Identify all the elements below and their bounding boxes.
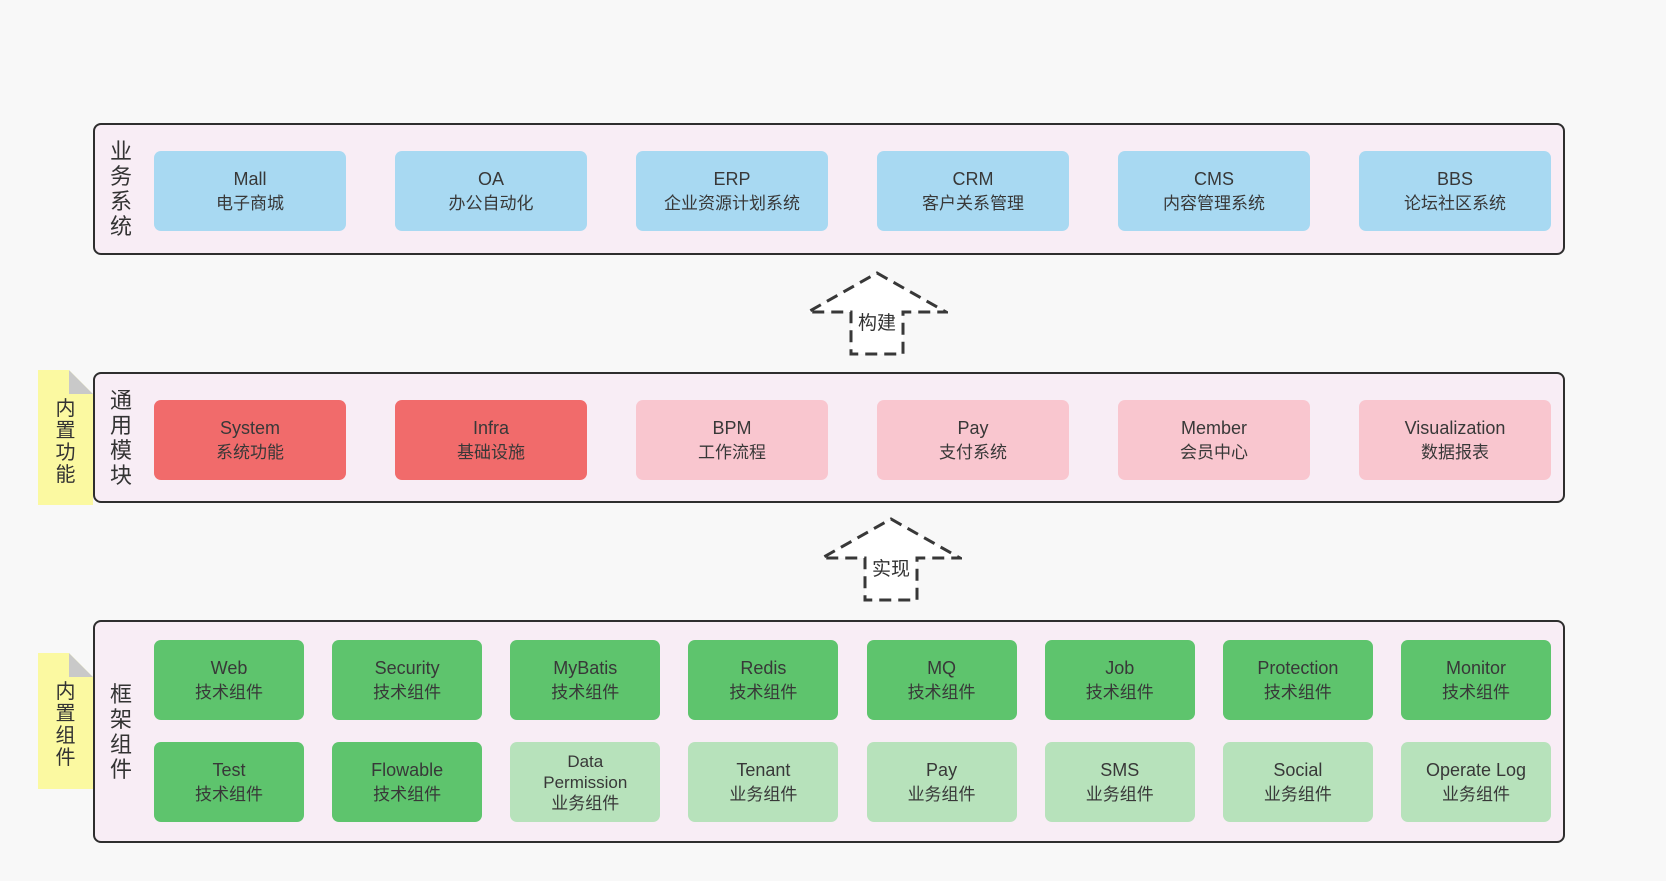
box-web: Web 技术组件 <box>154 640 304 720</box>
box-erp: ERP 企业资源计划系统 <box>636 151 828 231</box>
box-pay-component: Pay 业务组件 <box>866 742 1017 822</box>
panel-box-grid: Web 技术组件 Security 技术组件 MyBatis 技术组件 Redi… <box>154 640 1551 844</box>
box-cms: CMS 内容管理系统 <box>1118 151 1310 231</box>
box-social: Social 业务组件 <box>1222 742 1373 822</box>
box-pay-module: Pay 支付系统 <box>877 400 1069 480</box>
sticky-note-built-in-features: 内置功能 <box>38 370 93 505</box>
note-fold-corner <box>69 653 93 677</box>
box-tenant: Tenant 业务组件 <box>688 742 839 822</box>
sticky-note-text: 内置功能 <box>55 398 76 486</box>
box-visualization: Visualization 数据报表 <box>1359 400 1551 480</box>
component-row-2: Test 技术组件 Flowable 技术组件 Data Permission … <box>154 742 1551 822</box>
dashed-up-arrow-implement: 实现 <box>820 517 962 603</box>
panel-side-label: 框架组件 <box>109 681 132 782</box>
box-mybatis: MyBatis 技术组件 <box>510 640 661 720</box>
box-test: Test 技术组件 <box>154 742 304 822</box>
sticky-note-text: 内置组件 <box>55 681 76 769</box>
box-system: System 系统功能 <box>154 400 346 480</box>
panel-framework-components: 框架组件 Web 技术组件 Security 技术组件 MyBatis 技术组件… <box>93 620 1565 843</box>
sticky-note-built-in-components: 内置组件 <box>38 653 93 789</box>
panel-side-label: 业务系统 <box>109 139 132 239</box>
box-infra: Infra 基础设施 <box>395 400 587 480</box>
panel-common-modules: 通用模块 System 系统功能 Infra 基础设施 BPM 工作流程 Pay… <box>93 372 1565 503</box>
dashed-up-arrow-build: 构建 <box>806 271 948 357</box>
panel-box-row: System 系统功能 Infra 基础设施 BPM 工作流程 Pay 支付系统… <box>154 400 1551 480</box>
box-security: Security 技术组件 <box>332 640 483 720</box>
box-job: Job 技术组件 <box>1044 640 1195 720</box>
box-bbs: BBS 论坛社区系统 <box>1359 151 1551 231</box>
box-redis: Redis 技术组件 <box>688 640 839 720</box>
box-sms: SMS 业务组件 <box>1044 742 1195 822</box>
component-row-1: Web 技术组件 Security 技术组件 MyBatis 技术组件 Redi… <box>154 640 1551 720</box>
panel-side-label: 通用模块 <box>109 387 132 488</box>
box-member: Member 会员中心 <box>1118 400 1310 480</box>
box-oa: OA 办公自动化 <box>395 151 587 231</box>
box-operate-log: Operate Log 业务组件 <box>1400 742 1551 822</box>
box-bpm: BPM 工作流程 <box>636 400 828 480</box>
box-data-permission: Data Permission 业务组件 <box>510 742 661 822</box>
box-protection: Protection 技术组件 <box>1222 640 1373 720</box>
box-crm: CRM 客户关系管理 <box>877 151 1069 231</box>
panel-business-systems: 业务系统 Mall 电子商城 OA 办公自动化 ERP 企业资源计划系统 CRM… <box>93 123 1565 255</box>
arrow-label: 构建 <box>855 313 899 334</box>
box-monitor: Monitor 技术组件 <box>1400 640 1551 720</box>
box-flowable: Flowable 技术组件 <box>332 742 483 822</box>
box-mq: MQ 技术组件 <box>866 640 1017 720</box>
note-fold-corner <box>69 370 93 394</box>
panel-box-row: Mall 电子商城 OA 办公自动化 ERP 企业资源计划系统 CRM 客户关系… <box>154 151 1551 231</box>
arrow-label: 实现 <box>869 559 913 580</box>
box-mall: Mall 电子商城 <box>154 151 346 231</box>
